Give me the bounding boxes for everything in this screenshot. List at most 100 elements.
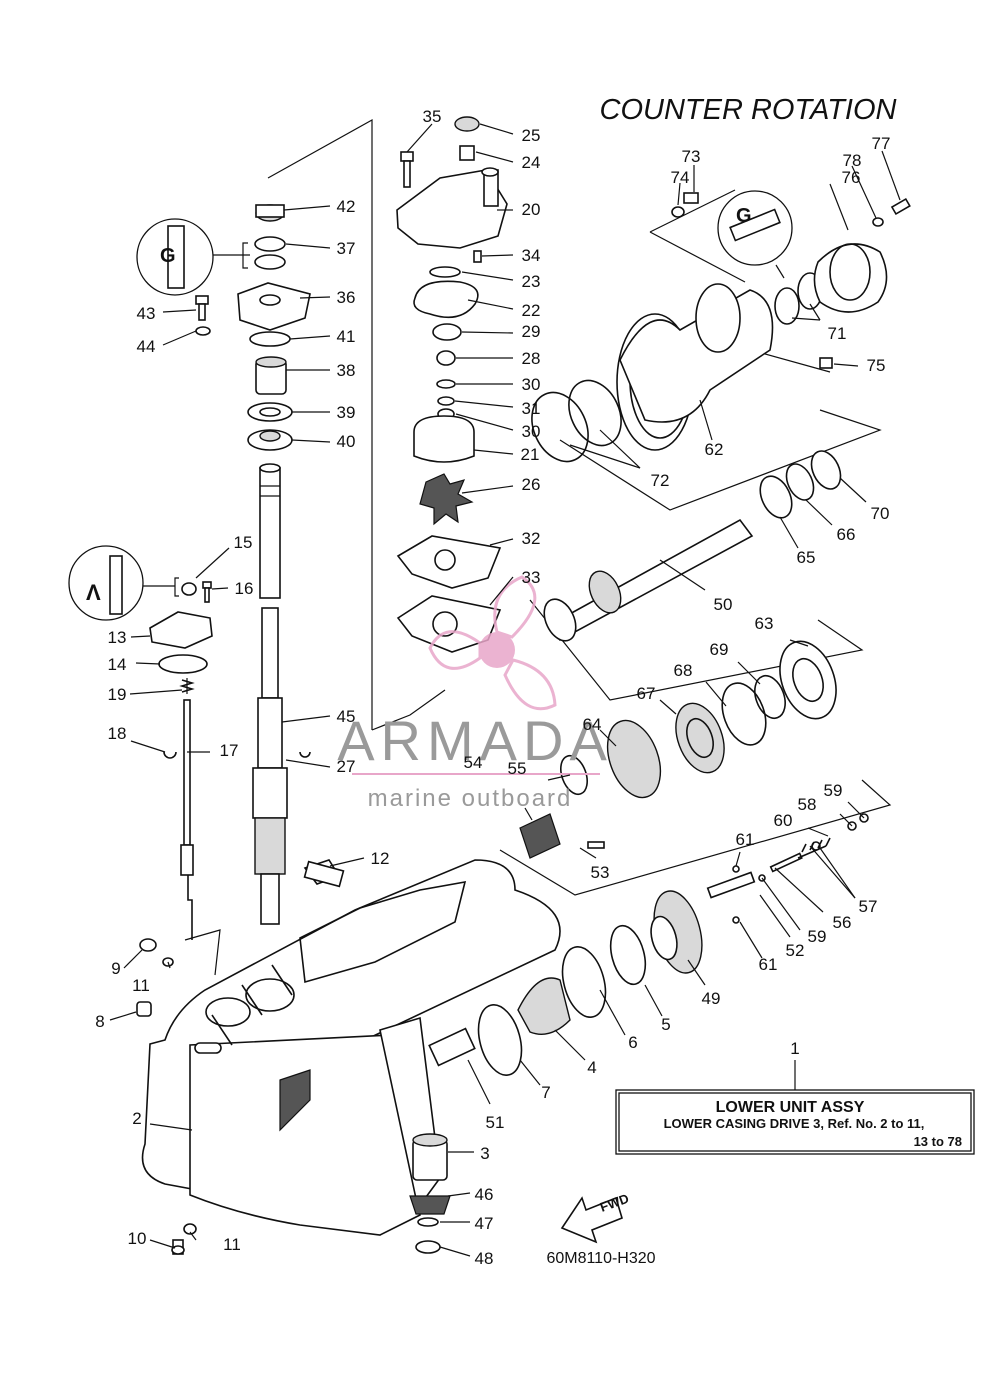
callout-number: 48	[475, 1249, 494, 1268]
callout-number: 38	[337, 361, 356, 380]
callout-number: 47	[475, 1214, 494, 1233]
callout-number: 69	[710, 640, 729, 659]
callout-number: 59	[808, 927, 827, 946]
diagram-heading: COUNTER ROTATION	[600, 94, 897, 126]
callout-number: 29	[522, 322, 541, 341]
callout-number: 34	[522, 246, 541, 265]
callout-number: 8	[95, 1012, 104, 1031]
callout-number: 19	[108, 685, 127, 704]
callout-number: 4	[587, 1058, 596, 1077]
propeller-shaft-housing: G	[531, 190, 911, 463]
callout-number: 50	[714, 595, 733, 614]
shift-rod-assembly: Λ	[68, 545, 213, 940]
callout-number: 9	[111, 959, 120, 978]
assembly-line2: 13 to 78	[914, 1134, 962, 1149]
svg-text:G: G	[736, 205, 752, 227]
callout-number: 26	[522, 475, 541, 494]
callout-number: 35	[423, 107, 442, 126]
propeller-shaft	[543, 450, 842, 642]
callout-number: 46	[475, 1185, 494, 1204]
callout-number: 70	[871, 504, 890, 523]
callout-number: 12	[371, 849, 390, 868]
callout-number: 36	[337, 288, 356, 307]
callout-number: 31	[522, 399, 541, 418]
bolt-43	[195, 295, 211, 336]
callout-number: 60	[774, 811, 793, 830]
callout-number: 37	[337, 239, 356, 258]
callout-number: 78	[843, 151, 862, 170]
callout-number: 20	[522, 200, 541, 219]
callout-number: 27	[337, 757, 356, 776]
callout-number: 57	[859, 897, 878, 916]
callout-number: 15	[234, 533, 253, 552]
callout-number: 40	[337, 432, 356, 451]
callout-number: 6	[628, 1033, 637, 1052]
callout-number: 74	[671, 168, 690, 187]
callout-number: 73	[682, 147, 701, 166]
gear-set-upper	[519, 640, 837, 859]
gear-set-lower	[428, 813, 869, 1076]
callout-number: 10	[128, 1229, 147, 1248]
watermark-tagline: marine outboard	[368, 785, 573, 812]
assembly-label: LOWER UNIT ASSY LOWER CASING DRIVE 3, Re…	[615, 1060, 975, 1155]
assembly-line1: LOWER CASING DRIVE 3, Ref. No. 2 to 11,	[664, 1116, 925, 1131]
callout-number: 43	[137, 304, 156, 323]
callout-number: 13	[108, 628, 127, 647]
callout-numbers: 1234567891011111213141516171819202122232…	[95, 107, 890, 1268]
callout-number: 67	[637, 684, 656, 703]
water-pump-assembly	[396, 116, 508, 653]
callout-number: 75	[867, 356, 886, 375]
svg-text:Λ: Λ	[86, 580, 101, 605]
lower-casing	[136, 859, 561, 1255]
callout-number: 44	[137, 337, 156, 356]
callout-number: 61	[736, 830, 755, 849]
callout-number: 14	[108, 655, 127, 674]
callout-number: 59	[824, 781, 843, 800]
callout-number: 2	[132, 1109, 141, 1128]
callout-number: 33	[522, 568, 541, 587]
callout-number: 66	[837, 525, 856, 544]
callout-number: 28	[522, 349, 541, 368]
callout-number: 53	[591, 863, 610, 882]
callout-number: 11	[223, 1235, 241, 1254]
small-parts	[299, 751, 345, 888]
callout-number: 72	[651, 471, 670, 490]
watermark: ARMADA marine outboard	[337, 575, 613, 812]
callout-number: 54	[464, 753, 483, 772]
diagram-code: 60M8110-H320	[546, 1250, 655, 1267]
callout-number: 7	[541, 1083, 550, 1102]
callout-number: 58	[798, 795, 817, 814]
callout-number: 5	[661, 1015, 670, 1034]
callout-number: 42	[337, 197, 356, 216]
callout-number: 30	[522, 375, 541, 394]
callout-number: 77	[872, 134, 891, 153]
callout-number: 76	[842, 168, 861, 187]
callout-number: 18	[108, 724, 127, 743]
assembly-title: LOWER UNIT ASSY	[716, 1099, 865, 1116]
callout-number: 56	[833, 913, 852, 932]
callout-number: 63	[755, 614, 774, 633]
callout-number: 45	[337, 707, 356, 726]
callout-number: 3	[480, 1144, 489, 1163]
callout-number: 55	[508, 759, 527, 778]
pinion-stack	[409, 1133, 451, 1254]
callout-leaders	[109, 123, 901, 1257]
drive-shaft	[252, 463, 288, 925]
propeller-logo	[428, 575, 557, 711]
callout-number: 51	[486, 1113, 505, 1132]
callout-number: 24	[522, 153, 541, 172]
callout-number: 11	[132, 976, 150, 995]
callout-number: 21	[521, 445, 540, 464]
callout-number: 23	[522, 272, 541, 291]
callout-number: 52	[786, 941, 805, 960]
forward-direction-arrow: FWD	[560, 1191, 631, 1244]
callout-number: 30	[522, 422, 541, 441]
watermark-brand: ARMADA	[337, 709, 613, 772]
callout-number: 25	[522, 126, 541, 145]
callout-number: 1	[790, 1039, 799, 1058]
callout-number: 61	[759, 955, 778, 974]
callout-number: 71	[828, 324, 847, 343]
upper-seal-stack	[237, 204, 311, 451]
